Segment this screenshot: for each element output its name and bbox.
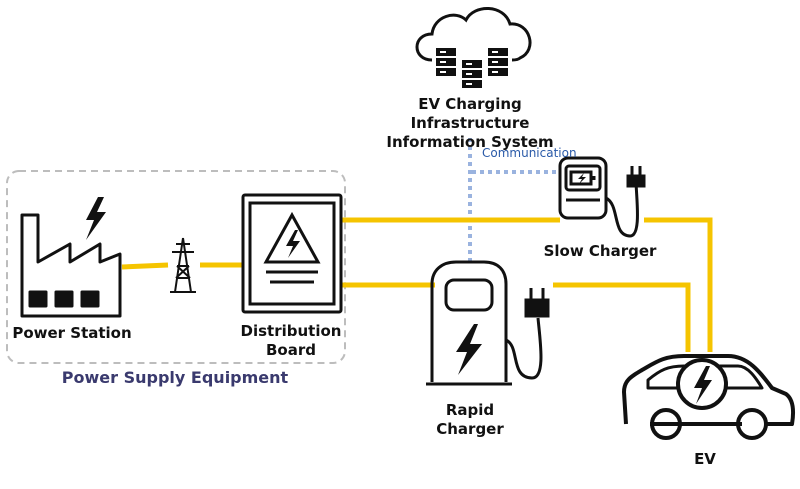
power-station-label: Power Station <box>12 324 132 342</box>
power-lines <box>121 217 713 352</box>
transmission-tower-icon <box>170 237 196 293</box>
cloud-server-icon <box>415 7 532 88</box>
power-supply-group-box <box>6 170 346 364</box>
distribution-line1: Distribution <box>240 322 342 340</box>
ev-label: EV <box>694 450 716 468</box>
system-title-line1: EV Charging Infrastructure <box>410 95 530 132</box>
communication-label: Communication <box>482 146 577 160</box>
slow-charger-icon <box>558 156 646 238</box>
slow-charger-label: Slow Charger <box>543 242 657 260</box>
ev-car-icon <box>622 354 796 440</box>
distribution-board-label: Distribution Board <box>236 322 346 360</box>
power-station-icon <box>20 197 122 318</box>
rapid-charger-label: Rapid Charger <box>436 401 504 438</box>
power-supply-equipment-label: Power Supply Equipment <box>61 368 289 387</box>
system-title: EV Charging Infrastructure Information S… <box>360 95 580 152</box>
communication-lines <box>468 138 558 265</box>
distribution-line2: Board <box>266 341 316 359</box>
rapid-charger-icon <box>426 260 550 386</box>
distribution-board-icon <box>241 193 343 314</box>
system-title-line2: Information System <box>386 133 554 151</box>
